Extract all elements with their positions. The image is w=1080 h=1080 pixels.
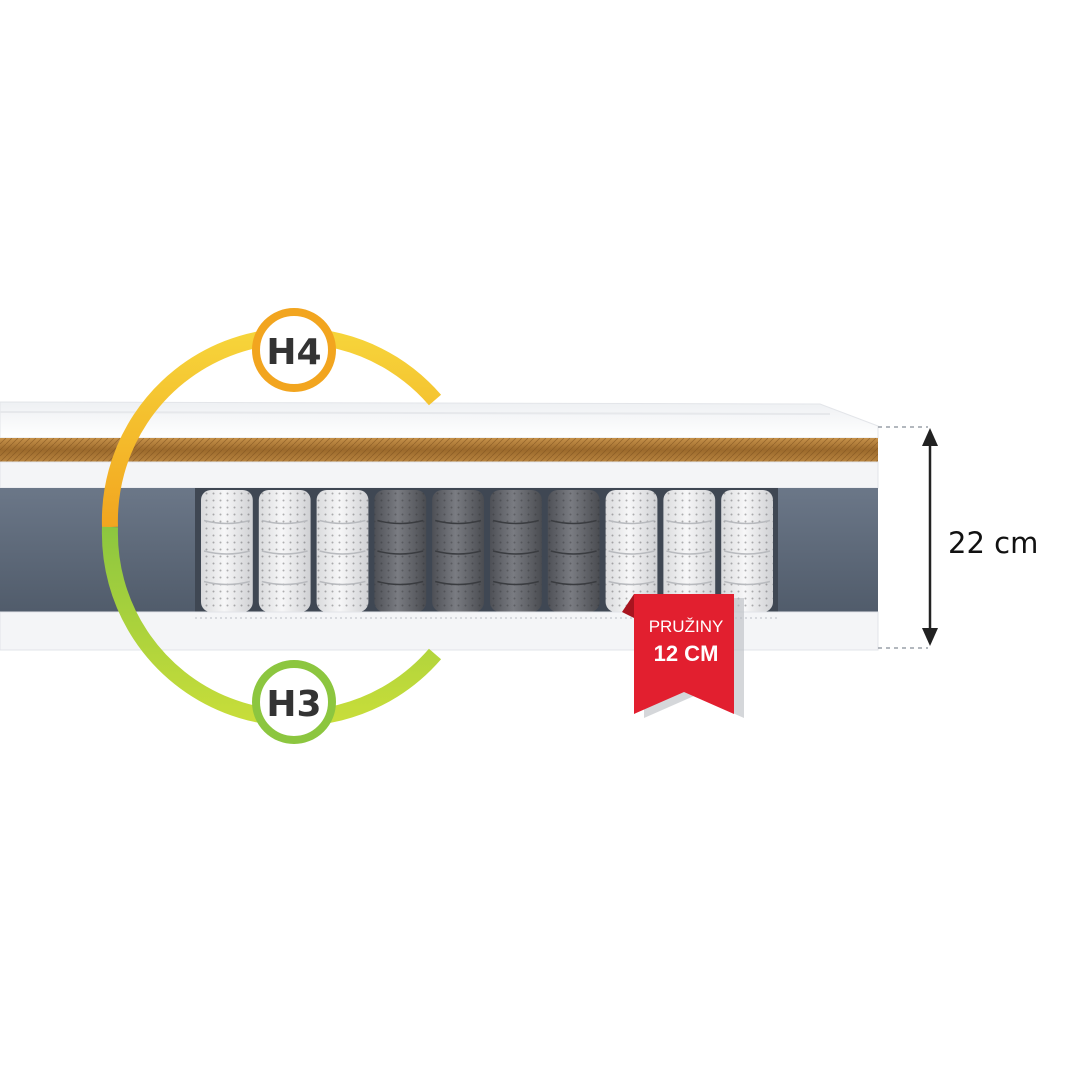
- upper-foam-layer: [0, 461, 879, 489]
- pocket-spring: [547, 490, 600, 612]
- firmness-indicator: H4 H3: [101, 308, 442, 744]
- pocket-spring: [374, 490, 427, 612]
- firmness-badge-h4: H4: [252, 308, 336, 392]
- firmness-arc-bottom: [101, 526, 442, 727]
- firmness-arc-top: [101, 327, 442, 528]
- right-side-panel: [778, 488, 878, 620]
- firmness-top-label: H4: [266, 332, 321, 373]
- mattress-height-label: 22 cm: [948, 526, 1039, 560]
- pocket-spring: [721, 490, 773, 612]
- firmness-badge-h3: H3: [252, 660, 336, 744]
- pocket-springs: [201, 490, 773, 612]
- pocket-spring: [605, 490, 658, 612]
- pocket-spring: [490, 490, 542, 612]
- spring-badge-line1: PRUŽINY: [649, 617, 724, 636]
- coconut-fiber-layer: [0, 438, 878, 462]
- left-side-panel: [0, 488, 195, 620]
- pocket-spring: [432, 490, 484, 612]
- pocket-spring: [316, 490, 369, 612]
- height-dimension-arrow: [878, 426, 938, 649]
- pocket-spring: [201, 490, 253, 612]
- spring-height-badge: PRUŽINY 12 CM: [622, 594, 744, 718]
- spring-badge-line2: 12 CM: [654, 641, 719, 666]
- pocket-spring: [663, 490, 716, 612]
- firmness-bottom-label: H3: [266, 684, 321, 725]
- pocket-spring: [258, 490, 311, 612]
